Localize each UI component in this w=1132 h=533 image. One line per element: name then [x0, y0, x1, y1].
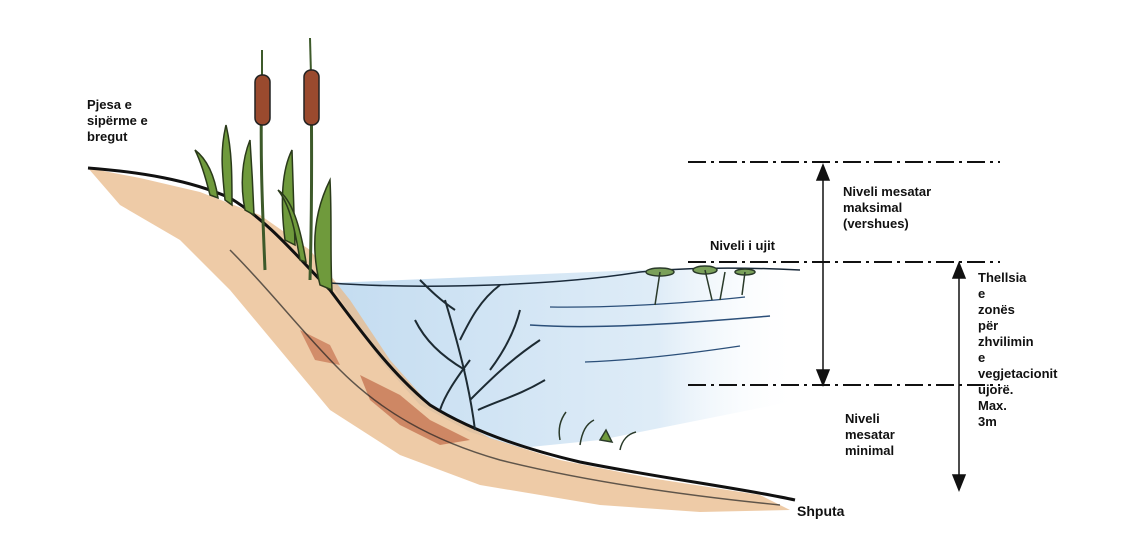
threshold-label: Thellsia e zonës për zhvilimin e vegjeta… [978, 270, 1057, 430]
bank-top-label: Pjesa e sipërme e bregut [87, 97, 148, 145]
max-level-label: Niveli mesatar maksimal (vershues) [843, 184, 931, 232]
water-level-label: Niveli i ujit [710, 238, 775, 254]
base-label: Shputa [797, 503, 844, 519]
min-level-label: Niveli mesatar minimal [845, 411, 895, 459]
